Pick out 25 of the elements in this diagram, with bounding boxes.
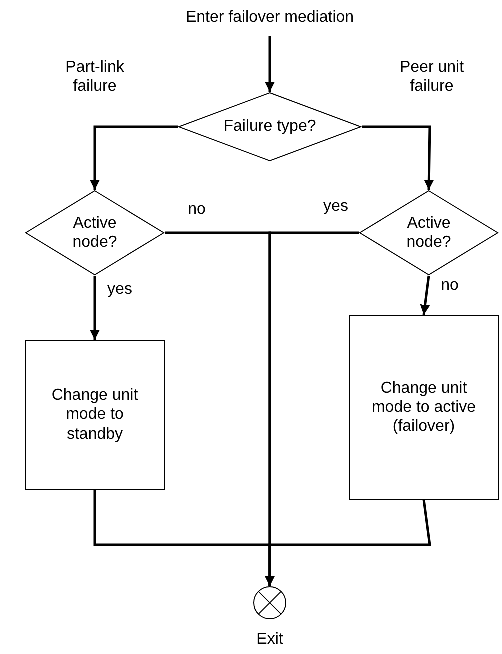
node-text: Enter failover mediation [186, 8, 354, 28]
decision-diamond [25, 190, 165, 276]
node-text: Change unit mode to active (failover) [370, 378, 478, 436]
process-box [25, 340, 165, 490]
arrow [265, 36, 275, 92]
arrow [265, 500, 432, 586]
node-text: Active node? [72, 214, 118, 252]
decision-diamond [178, 92, 362, 162]
arrow [90, 276, 100, 340]
edge-label: no [187, 200, 207, 220]
edge-label: Part-link failure [64, 58, 126, 96]
node-text: Failure type? [222, 117, 318, 137]
edge-label: yes [322, 197, 350, 216]
edge-label: yes [106, 280, 134, 300]
arrow [362, 126, 434, 190]
process-box [349, 315, 499, 500]
arrow [90, 126, 178, 190]
exit-connector [253, 586, 287, 620]
edge-label: Peer unit failure [398, 58, 466, 96]
node-caption: Exit [256, 630, 284, 650]
arrow [420, 276, 430, 316]
edge-label: no [440, 276, 460, 296]
node-text: Active node? [406, 214, 452, 252]
node-text: Change unit mode to standby [50, 386, 140, 444]
decision-diamond [359, 190, 499, 276]
